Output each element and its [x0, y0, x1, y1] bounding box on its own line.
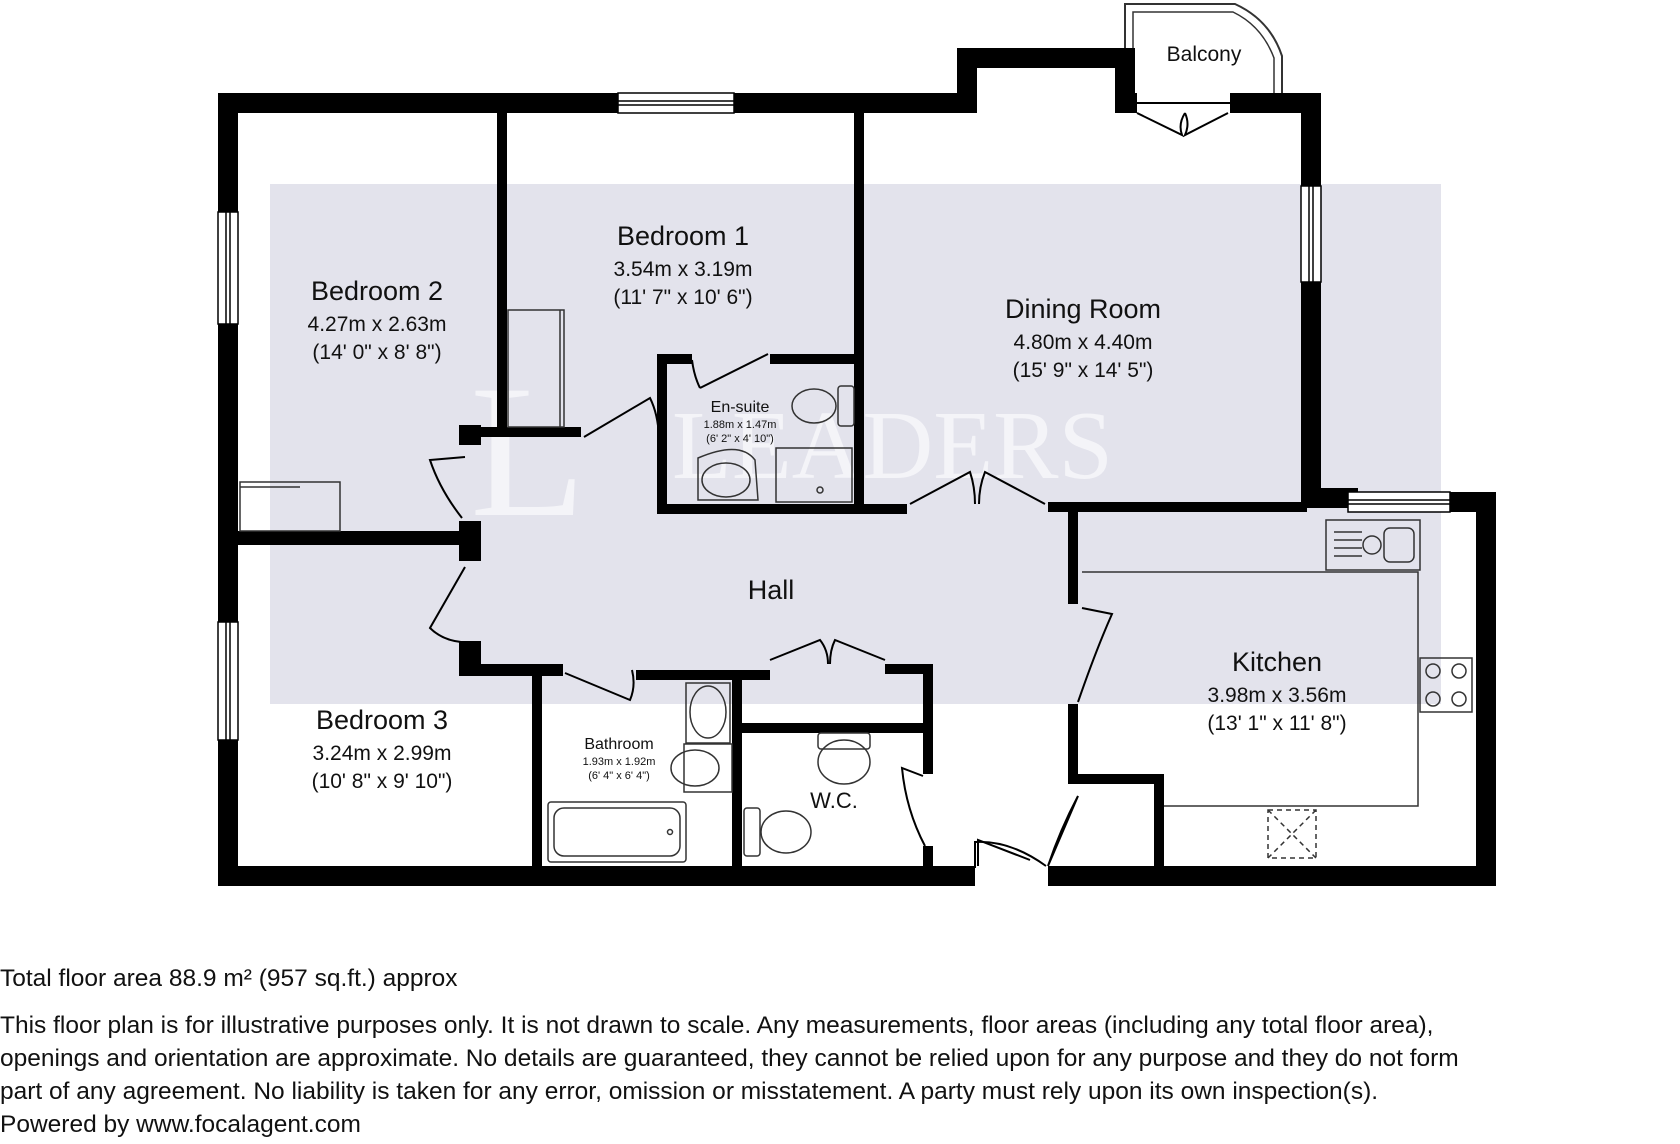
hall-name: Hall [748, 575, 795, 605]
bedroom3-metric: 3.24m x 2.99m [313, 742, 452, 765]
bedroom2-imperial: (14' 0" x 8' 8") [312, 341, 441, 364]
ensuite-fixtures [697, 385, 855, 503]
bedroom1-imperial: (11' 7" x 10' 6") [613, 286, 752, 309]
dining-name: Dining Room [1005, 294, 1161, 324]
bedroom2-metric: 4.27m x 2.63m [308, 313, 447, 336]
wc-name: W.C. [810, 788, 858, 813]
watermark-letter: L [470, 347, 586, 557]
bedroom1-name: Bedroom 1 [617, 221, 749, 251]
dining-imperial: (15' 9" x 14' 5") [1013, 359, 1154, 382]
kitchen-fixtures [1082, 519, 1473, 859]
total-floor-area: Total floor area 88.9 m² (957 sq.ft.) ap… [0, 965, 458, 992]
floor-plan: L LEADERS [217, 3, 1496, 886]
bedroom3-imperial: (10' 8" x 9' 10") [312, 770, 453, 793]
disclaimer-line: This floor plan is for illustrative purp… [0, 1012, 1434, 1039]
ensuite-name: En-suite [711, 399, 770, 416]
ensuite-metric: 1.88m x 1.47m [704, 419, 777, 431]
kitchen-imperial: (13' 1" x 11' 8") [1207, 712, 1346, 735]
powered-by: Powered by www.focalagent.com [0, 1111, 361, 1138]
bathroom-fixtures [547, 682, 733, 863]
balcony-outline [1124, 3, 1283, 96]
bedroom2-name: Bedroom 2 [311, 276, 443, 306]
exterior-windows [217, 92, 1451, 741]
dining-metric: 4.80m x 4.40m [1014, 331, 1153, 354]
bathroom-metric: 1.93m x 1.92m [583, 756, 656, 768]
bedroom1-metric: 3.54m x 3.19m [614, 258, 753, 281]
kitchen-name: Kitchen [1232, 647, 1322, 677]
bathroom-name: Bathroom [584, 736, 653, 753]
disclaimer: This floor plan is for illustrative purp… [0, 1009, 1680, 1141]
disclaimer-line: openings and orientation are approximate… [0, 1045, 1459, 1072]
disclaimer-line: part of any agreement. No liability is t… [0, 1078, 1379, 1105]
ensuite-imperial: (6' 2" x 4' 10") [706, 433, 774, 445]
interior-walls [238, 113, 1307, 868]
balcony-inner-outline [1132, 11, 1275, 96]
bedroom3-name: Bedroom 3 [316, 705, 448, 735]
kitchen-metric: 3.98m x 3.56m [1208, 684, 1347, 707]
bathroom-imperial: (6' 4" x 6' 4") [588, 770, 650, 782]
watermark-text: LEADERS [672, 392, 1113, 500]
wardrobes [239, 309, 565, 532]
front-door [974, 840, 1048, 886]
wc-fixtures [743, 732, 871, 857]
room-labels: Bedroom 1 3.54m x 3.19m (11' 7" x 10' 6"… [308, 43, 1347, 813]
door-swings [428, 353, 1114, 867]
balcony-door [1135, 102, 1230, 138]
balcony-name: Balcony [1167, 43, 1242, 66]
